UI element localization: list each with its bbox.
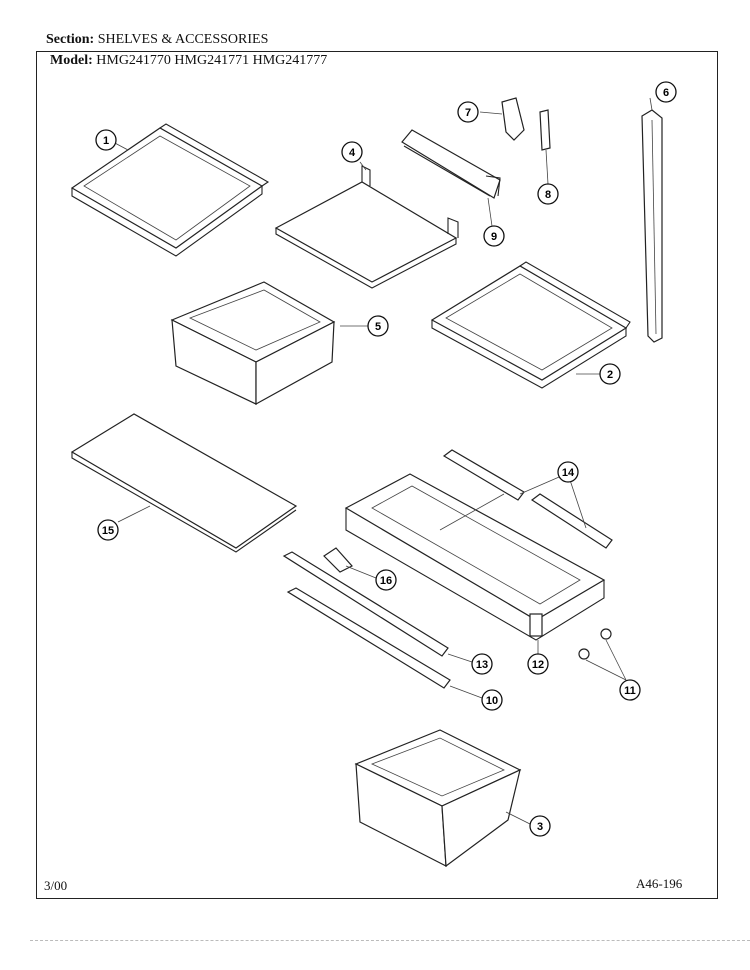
part-10-slide-rail <box>286 587 451 689</box>
model-label: Model: <box>50 53 93 68</box>
part-14-rail-guides <box>442 449 613 549</box>
callout-label: 5 <box>375 321 381 333</box>
callout-label: 13 <box>476 659 488 671</box>
callout-3: 3 <box>529 815 551 837</box>
part-11-screws <box>578 628 612 660</box>
callout-16: 16 <box>375 569 397 591</box>
callout-label: 15 <box>102 525 114 537</box>
callout-label: 9 <box>491 231 497 243</box>
callout-label: 6 <box>663 87 669 99</box>
callout-label: 2 <box>607 369 613 381</box>
part-8-clip <box>539 109 551 151</box>
bottom-divider <box>30 940 750 941</box>
callout-label: 11 <box>624 685 636 697</box>
callout-4: 4 <box>341 141 363 163</box>
callout-2: 2 <box>599 363 621 385</box>
part-7-bracket <box>501 97 525 141</box>
callout-label: 12 <box>532 659 544 671</box>
callout-label: 14 <box>562 467 575 479</box>
callout-9: 9 <box>483 225 505 247</box>
callout-label: 3 <box>537 821 543 833</box>
part-3-lower-bin <box>354 729 522 868</box>
callout-6: 6 <box>655 81 677 103</box>
model-header: Model: HMG241770 HMG241771 HMG241777 <box>50 53 327 69</box>
callout-label: 7 <box>465 107 471 119</box>
part-4-wire-shelf <box>274 165 459 289</box>
callout-label: 4 <box>349 147 356 159</box>
callout-label: 16 <box>380 575 392 587</box>
part-15-glass-insert <box>70 413 298 553</box>
part-1-glass-shelf <box>70 123 270 257</box>
callout-label: 1 <box>103 135 109 147</box>
callout-15: 15 <box>97 519 119 541</box>
footer-doc-code: A46-196 <box>636 876 683 891</box>
part-2-glass-shelf <box>430 261 631 389</box>
footer-date: 3/00 <box>44 878 68 893</box>
callout-7: 7 <box>457 101 479 123</box>
callout-11: 11 <box>619 679 641 701</box>
callout-5: 5 <box>367 315 389 337</box>
callout-8: 8 <box>537 183 559 205</box>
section-label: Section: <box>46 32 95 47</box>
callout-10: 10 <box>481 689 503 711</box>
part-13-slide-rail <box>282 551 449 657</box>
section-header: Section: SHELVES & ACCESSORIES <box>46 32 268 48</box>
callout-13: 13 <box>471 653 493 675</box>
part-16-cover-clip <box>323 547 353 573</box>
diagram-frame <box>36 51 718 899</box>
part-6-shelf-rail <box>641 109 663 343</box>
part-9-shelf-frame <box>401 129 501 199</box>
callout-14: 14 <box>557 461 579 483</box>
part-5-drawer <box>170 281 336 406</box>
callout-label: 8 <box>545 189 551 201</box>
leader-lines <box>112 97 653 825</box>
callout-label: 10 <box>486 695 498 707</box>
part-12-crisper-cover <box>344 473 606 641</box>
callout-1: 1 <box>95 129 117 151</box>
section-value: SHELVES & ACCESSORIES <box>97 32 269 47</box>
callout-12: 12 <box>527 653 549 675</box>
model-value: HMG241770 HMG241771 HMG241777 <box>96 53 328 68</box>
